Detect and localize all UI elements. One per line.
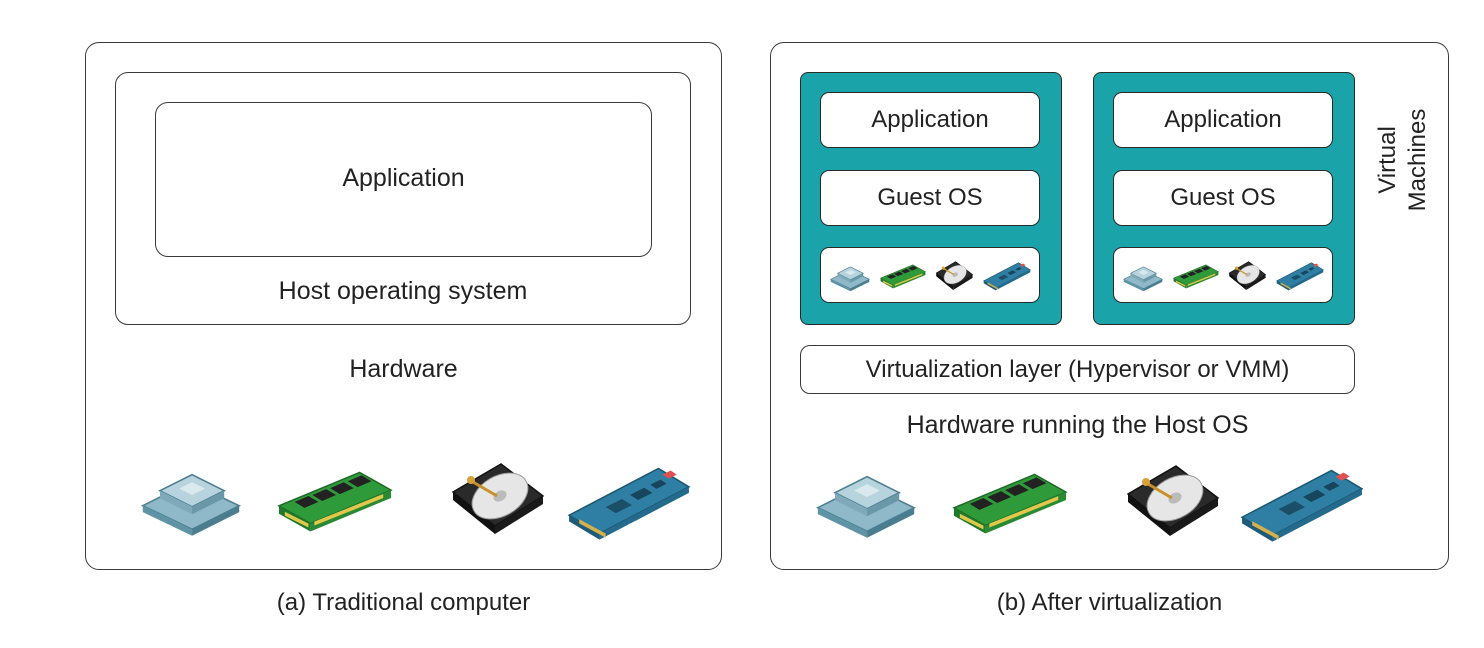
virtualization-caption: (b) After virtualization <box>996 589 1223 616</box>
vm2-application-box: Application <box>1113 92 1333 148</box>
hard-disk-icon <box>1229 260 1267 291</box>
vm2-guest-os-box: Guest OS <box>1113 170 1333 226</box>
vm1-guest-os-box: Guest OS <box>820 170 1040 226</box>
application-label: Application <box>342 164 465 192</box>
network-card-icon <box>1241 469 1363 543</box>
virtual-machines-side-label: Virtual Machines <box>1368 90 1438 230</box>
cpu-chip-icon <box>1123 266 1163 292</box>
network-card-icon <box>983 262 1031 291</box>
virtual-label-line1: Virtual <box>1374 126 1401 194</box>
traditional-computer-caption: (a) Traditional computer <box>276 589 531 616</box>
virtual-label-line2: Machines <box>1404 108 1431 212</box>
memory-module-icon <box>1172 264 1219 289</box>
application-box <box>155 102 652 257</box>
vm1-application-box: Application <box>820 92 1040 148</box>
memory-module-icon <box>879 264 926 289</box>
vm1-virtual-hardware-box <box>820 247 1040 303</box>
host-os-label: Host operating system <box>278 277 528 305</box>
vm2-virtual-hardware-box <box>1113 247 1333 303</box>
network-card-icon <box>1276 262 1324 291</box>
memory-module-icon <box>953 473 1067 535</box>
hard-disk-icon <box>451 462 545 536</box>
virtualization-layer-label: Virtualization layer (Hypervisor or VMM) <box>865 355 1290 383</box>
hard-disk-icon <box>936 260 974 291</box>
memory-module-icon <box>278 471 392 533</box>
virtualization-layer-box: Virtualization layer (Hypervisor or VMM) <box>800 345 1355 394</box>
cpu-chip-icon <box>830 266 870 292</box>
cpu-chip-icon <box>141 473 241 537</box>
host-hardware-label: Hardware running the Host OS <box>906 411 1249 439</box>
cpu-chip-icon <box>816 475 916 539</box>
network-card-icon <box>568 467 690 541</box>
hardware-label: Hardware <box>349 355 458 383</box>
hard-disk-icon <box>1126 464 1220 538</box>
